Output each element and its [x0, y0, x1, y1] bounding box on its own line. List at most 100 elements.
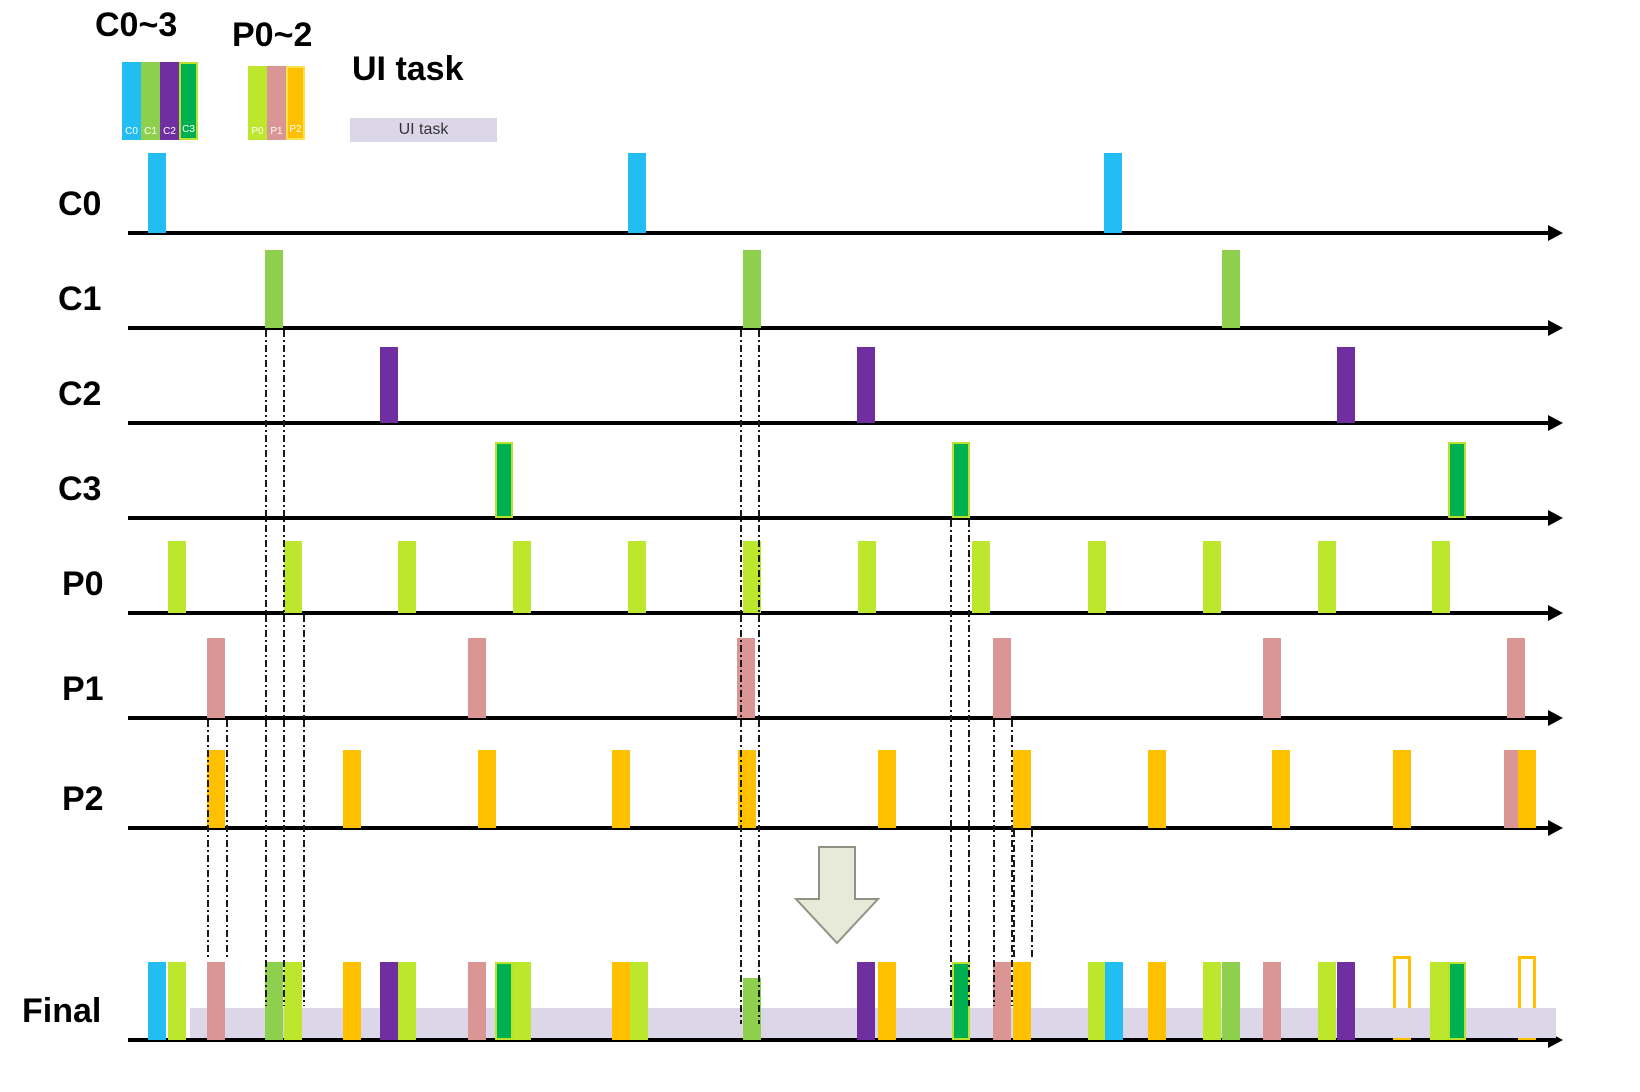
task-pulse-c2 [380, 347, 398, 423]
timeline-axis-p2 [128, 826, 1548, 830]
task-pulse-c2 [857, 347, 875, 423]
timeline-arrowhead-c2 [1548, 414, 1563, 431]
task-pulse-p0 [284, 541, 302, 613]
timeline-arrowhead-c0 [1548, 224, 1563, 241]
timeline-arrowhead-p0 [1548, 604, 1563, 621]
row-label-p1: P1 [62, 670, 104, 708]
legend-swatch-label: C1 [144, 126, 157, 137]
task-pulse-p0 [858, 541, 876, 613]
task-pulse-p2 [612, 750, 630, 828]
task-pulse-p2 [612, 962, 630, 1040]
task-pulse-p1 [207, 638, 225, 718]
legend-ui-task-swatch-label: UI task [398, 121, 449, 138]
task-pulse-p0 [628, 541, 646, 613]
task-pulse-p2 [207, 750, 225, 828]
task-pulse-p1 [1507, 638, 1525, 718]
task-pulse-p0 [1430, 962, 1448, 1040]
legend-swatch-p1: P1 [267, 66, 286, 140]
task-pulse-p0 [398, 541, 416, 613]
task-pulse-p0 [1432, 541, 1450, 613]
legend-swatch-label: C3 [182, 124, 195, 135]
row-label-c0: C0 [58, 185, 102, 223]
task-pulse-c2 [857, 962, 875, 1040]
connector-line [1011, 720, 1013, 1006]
down-arrow-shape [793, 846, 881, 945]
task-pulse-p1 [207, 962, 225, 1040]
row-label-p0: P0 [62, 565, 104, 603]
task-pulse-c0 [628, 153, 646, 233]
task-pulse-c0 [148, 962, 166, 1040]
legend-swatch-label: P2 [289, 124, 302, 135]
timeline-axis-p1 [128, 716, 1548, 720]
task-pulse-p0 [1203, 541, 1221, 613]
task-pulse-c2 [1337, 962, 1355, 1040]
task-pulse-c1 [1222, 962, 1240, 1040]
task-pulse-p0 [168, 962, 186, 1040]
task-pulse-c1 [265, 962, 283, 1040]
task-pulse-p0 [168, 541, 186, 613]
connector-line [283, 330, 285, 1006]
connector-line [1013, 830, 1015, 960]
legend-swatch-p2: P2 [286, 66, 305, 140]
task-pulse-p2 [1013, 750, 1031, 828]
task-pulse-c3 [952, 442, 970, 518]
timeline-arrowhead-p1 [1548, 709, 1563, 726]
legend-swatch-c1: C1 [141, 62, 160, 140]
task-pulse-p2 [1148, 962, 1166, 1040]
legend-swatch-p0: P0 [248, 66, 267, 140]
task-pulse-p2 [1148, 750, 1166, 828]
task-pulse-c1 [743, 978, 761, 1040]
row-label-final: Final [22, 992, 102, 1030]
task-pulse-p2 [1013, 962, 1031, 1040]
task-pulse-p0 [1203, 962, 1221, 1040]
task-pulse-p0 [1088, 541, 1106, 613]
connector-line [993, 720, 995, 1006]
timeline-arrowhead-p2 [1548, 819, 1563, 836]
legend-ui-task-title: UI task [352, 50, 464, 88]
connector-line [226, 720, 228, 960]
legend-p-group-title: P0~2 [232, 16, 313, 54]
task-pulse-p2 [1518, 750, 1536, 828]
task-pulse-p2 [1518, 956, 1536, 1040]
task-pulse-c0 [1105, 962, 1123, 1040]
task-pulse-c2 [1337, 347, 1355, 423]
task-pulse-p2 [343, 962, 361, 1040]
connector-line [1031, 830, 1033, 960]
task-pulse-c1 [743, 250, 761, 328]
task-pulse-c2 [380, 962, 398, 1040]
legend-ui-task-swatch: UI task [350, 118, 497, 142]
task-pulse-p1 [1504, 750, 1522, 828]
task-pulse-p2 [878, 750, 896, 828]
task-pulse-p2 [1393, 750, 1411, 828]
row-label-c1: C1 [58, 280, 102, 318]
legend-swatch-label: P1 [270, 126, 283, 137]
row-label-c3: C3 [58, 470, 102, 508]
task-pulse-p0 [284, 962, 302, 1040]
task-pulse-p0 [1318, 541, 1336, 613]
timeline-arrowhead-c1 [1548, 319, 1563, 336]
task-pulse-p0 [513, 962, 531, 1040]
connector-line [207, 720, 209, 960]
timeline-axis-p0 [128, 611, 1548, 615]
timeline-axis-c1 [128, 326, 1548, 330]
task-pulse-c3 [495, 442, 513, 518]
task-pulse-p1 [1263, 638, 1281, 718]
task-pulse-c0 [148, 153, 166, 233]
task-pulse-p2 [1272, 750, 1290, 828]
row-label-c2: C2 [58, 375, 102, 413]
task-pulse-p2 [1393, 956, 1411, 1040]
timeline-axis-final [128, 1038, 1548, 1042]
connector-line [303, 615, 305, 1006]
timeline-arrowhead-c3 [1548, 509, 1563, 526]
task-pulse-c1 [265, 250, 283, 328]
legend-swatch-c0: C0 [122, 62, 141, 140]
task-pulse-c1 [1222, 250, 1240, 328]
connector-line [740, 330, 742, 1024]
task-pulse-p0 [630, 962, 648, 1040]
legend-swatch-label: C2 [163, 126, 176, 137]
timeline-axis-c2 [128, 421, 1548, 425]
